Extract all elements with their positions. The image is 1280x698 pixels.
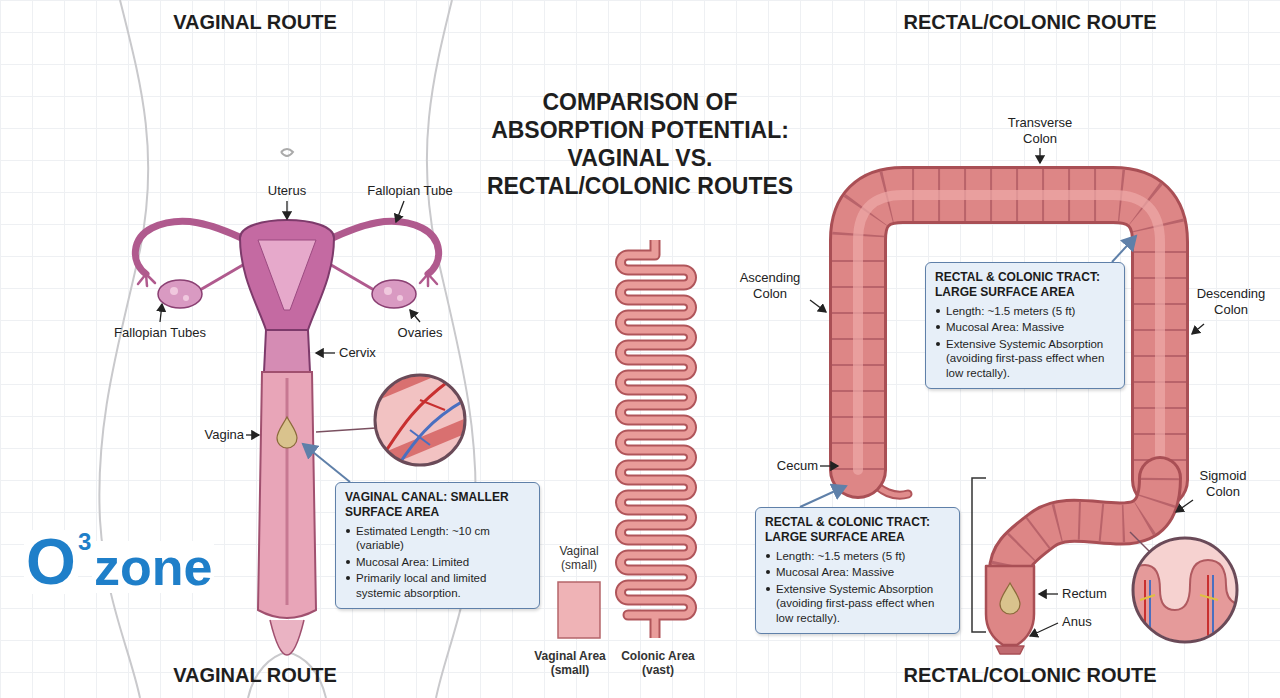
- colonic-squiggle: [621, 240, 692, 638]
- uterus: [240, 220, 334, 655]
- diagram-title: COMPARISON OF ABSORPTION POTENTIAL: VAGI…: [480, 88, 800, 200]
- part-label: Vagina: [188, 427, 244, 443]
- callout-pointer: [303, 444, 350, 482]
- callout-bullet: Length: ~1.5 meters (5 ft): [935, 304, 1115, 318]
- part-label: Cecum: [770, 458, 818, 474]
- droplet: [277, 417, 297, 448]
- callout-pointer: [1112, 236, 1136, 262]
- callout-bullet: Mucosal Area: Massive: [935, 320, 1115, 334]
- callout-bullet: Mucosal Area: Limited: [345, 555, 530, 569]
- part-label: Rectum: [1062, 586, 1122, 602]
- bar-label: Colonic Area (vast): [618, 650, 698, 678]
- callout-heading: VAGINAL CANAL: SMALLER SURFACE AREA: [345, 490, 530, 520]
- callout-bullet: Extensive Systemic Absorption (avoiding …: [935, 337, 1115, 380]
- tissue-zoom: [316, 350, 480, 470]
- bracket: [972, 478, 986, 632]
- logo-text: O: [24, 530, 78, 594]
- part-label: Transverse Colon: [1000, 115, 1080, 146]
- callout-bullet: Length: ~1.5 meters (5 ft): [765, 549, 950, 563]
- part-label: Uterus: [247, 183, 327, 199]
- callout-box: VAGINAL CANAL: SMALLER SURFACE AREA Estim…: [335, 482, 540, 609]
- callout-heading: RECTAL & COLONIC TRACT: LARGE SURFACE AR…: [935, 270, 1115, 300]
- logo-text: 3: [76, 530, 93, 554]
- section-heading: VAGINAL ROUTE: [125, 10, 385, 34]
- part-label: Fallopian Tubes: [95, 325, 225, 341]
- callout-bullet: Estimated Length: ~10 cm (variable): [345, 524, 530, 553]
- callout-heading: RECTAL & COLONIC TRACT: LARGE SURFACE AR…: [765, 515, 950, 545]
- part-label: Cervix: [339, 345, 399, 361]
- section-heading: VAGINAL ROUTE: [125, 663, 385, 687]
- villi-zoom: [1130, 532, 1245, 645]
- callout-bullet: Mucosal Area: Massive: [765, 565, 950, 579]
- callout-box: RECTAL & COLONIC TRACT: LARGE SURFACE AR…: [755, 507, 960, 634]
- section-heading: RECTAL/COLONIC ROUTE: [870, 10, 1190, 34]
- part-label: Sigmoid Colon: [1187, 468, 1259, 499]
- callout-pointer: [800, 486, 846, 507]
- part-label: Ovaries: [380, 325, 460, 341]
- bar-label: Vaginal (small): [548, 545, 610, 573]
- logo-text: zone: [92, 541, 214, 593]
- section-heading: RECTAL/COLONIC ROUTE: [870, 663, 1190, 687]
- callout-box: RECTAL & COLONIC TRACT: LARGE SURFACE AR…: [925, 262, 1125, 389]
- droplet: [1000, 583, 1020, 614]
- part-label: Ascending Colon: [730, 270, 810, 301]
- part-label: Anus: [1062, 614, 1122, 630]
- leader-lines: [160, 201, 420, 435]
- part-label: Fallopian Tube: [355, 183, 465, 199]
- bar-label: Vaginal Area (small): [530, 650, 610, 678]
- vaginal-area-bar: [558, 582, 600, 638]
- callout-bullet: Primarily local and limited systemic abs…: [345, 571, 530, 600]
- callout-bullet: Extensive Systemic Absorption (avoiding …: [765, 582, 950, 625]
- part-label: Descending Colon: [1194, 286, 1268, 317]
